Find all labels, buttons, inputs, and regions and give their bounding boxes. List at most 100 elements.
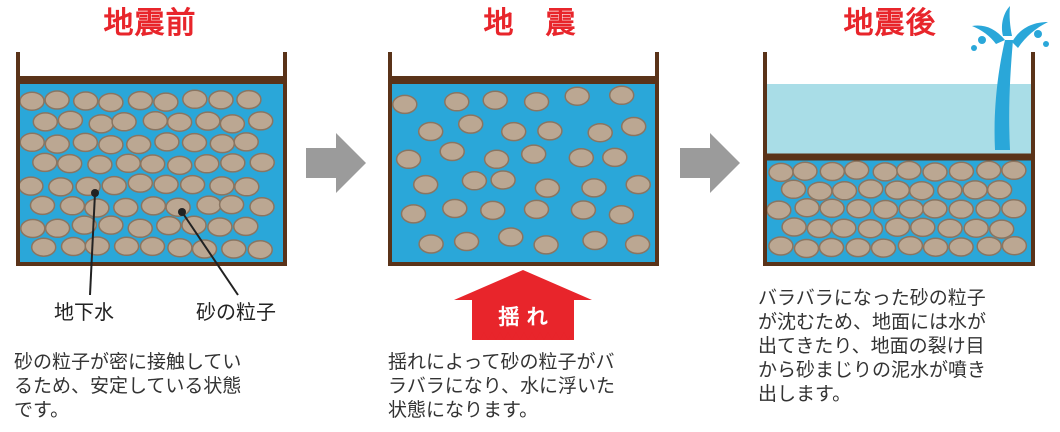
sand-particle bbox=[537, 121, 563, 141]
sand-particle bbox=[624, 234, 651, 255]
sand-particle bbox=[780, 179, 807, 200]
sand-particle bbox=[400, 204, 427, 224]
sand-particle bbox=[139, 154, 166, 174]
sand-particle bbox=[395, 149, 422, 170]
panel-after-description: バラバラになった砂の粒子 が沈むため、地面には水が 出てきたり、地面の裂け目 か… bbox=[758, 286, 1058, 406]
sand-particle bbox=[807, 181, 833, 201]
sand-particle bbox=[153, 174, 179, 195]
sand-particle bbox=[72, 91, 99, 111]
sand-particle bbox=[457, 114, 484, 134]
sand-particle bbox=[155, 215, 182, 236]
sand-particle bbox=[195, 111, 221, 131]
panel-after-title: 地震後 bbox=[843, 6, 937, 41]
sand-particle bbox=[48, 177, 74, 197]
description-line: 砂の粒子が密に接触してい bbox=[14, 351, 242, 373]
sand-particle bbox=[98, 134, 124, 155]
sand-particle bbox=[587, 122, 613, 143]
sand-particle bbox=[20, 218, 46, 239]
sand-particle bbox=[523, 199, 550, 220]
sand-particle bbox=[975, 160, 1002, 181]
sand-particle bbox=[166, 112, 193, 132]
sand-particle bbox=[976, 236, 1002, 256]
sand-particle bbox=[153, 92, 179, 112]
sand-particle bbox=[113, 236, 140, 257]
sand-particle bbox=[233, 216, 259, 237]
sand-particle bbox=[608, 204, 635, 225]
sand-particle bbox=[115, 153, 142, 174]
sand-particle bbox=[570, 200, 597, 220]
sand-particle bbox=[88, 114, 114, 134]
sand-particle bbox=[872, 199, 899, 220]
sand-particle bbox=[480, 200, 506, 221]
sand-particle bbox=[412, 174, 439, 195]
sand-particle bbox=[523, 91, 550, 112]
arrow-right-icon bbox=[680, 133, 740, 193]
sand-particle bbox=[884, 217, 911, 237]
sand-particle bbox=[1001, 199, 1027, 219]
sand-particle bbox=[490, 170, 516, 190]
water-label: 地下水 bbox=[54, 300, 114, 324]
sand-particle bbox=[57, 110, 84, 130]
sand-particle bbox=[221, 239, 247, 259]
sand-particle bbox=[963, 218, 989, 238]
sand-particle bbox=[60, 236, 87, 257]
sand-particle bbox=[418, 234, 444, 254]
sand-particle bbox=[620, 116, 647, 137]
sand-particle bbox=[461, 171, 488, 191]
sand-particle bbox=[30, 237, 57, 257]
sand-particle bbox=[500, 121, 527, 142]
sand-particle bbox=[56, 153, 83, 174]
sand-particle bbox=[219, 114, 246, 134]
sand-particle bbox=[249, 197, 275, 217]
sand-particle bbox=[127, 173, 154, 193]
sand-particle bbox=[792, 161, 818, 181]
description-line: から砂まじりの泥水が噴き bbox=[758, 359, 987, 381]
panel-quake-description: 揺れによって砂の粒子がバ ラバラになり、水に浮いた 状態になります。 bbox=[388, 350, 688, 422]
sand-particle bbox=[922, 237, 949, 257]
water-spout-icon bbox=[971, 6, 1049, 150]
sand-particle bbox=[898, 199, 924, 219]
sand-particle bbox=[870, 238, 897, 258]
sand-particle bbox=[568, 147, 595, 168]
panel-before-description: 砂の粒子が密に接触してい るため、安定している状態 です。 bbox=[14, 350, 314, 422]
description-line: です。 bbox=[14, 399, 70, 421]
sand-particle bbox=[209, 133, 236, 154]
sand-particle bbox=[142, 111, 169, 131]
sand-particle bbox=[140, 196, 167, 216]
sand-particle bbox=[872, 162, 898, 182]
panel-after-tank bbox=[763, 52, 1035, 266]
sand-particle bbox=[483, 149, 510, 170]
sand-particle bbox=[439, 141, 465, 162]
sand-particle bbox=[247, 239, 273, 260]
sand-particle bbox=[442, 198, 468, 219]
sand-particle bbox=[608, 85, 635, 106]
description-line: が沈むため、地面には水が bbox=[758, 311, 987, 333]
sand-particle bbox=[44, 134, 71, 154]
sand-particle bbox=[818, 237, 845, 258]
sand-particle bbox=[139, 236, 166, 257]
sand-particle bbox=[831, 218, 857, 238]
description-line: 出てきたり、地面の裂け目 bbox=[758, 335, 985, 357]
sand-particle bbox=[392, 94, 418, 115]
sand-particle bbox=[29, 195, 56, 216]
sand-particle bbox=[793, 238, 820, 259]
sand-particle bbox=[98, 215, 124, 235]
sand-label: 砂の粒子 bbox=[196, 300, 276, 324]
sand-particle bbox=[857, 179, 884, 199]
arrow-right-icon bbox=[306, 133, 366, 193]
sand-particle bbox=[975, 199, 1001, 219]
sand-particle bbox=[819, 198, 845, 219]
panel-before-tank bbox=[16, 52, 287, 266]
sand-particle bbox=[218, 194, 245, 215]
sand-callout bbox=[178, 208, 239, 296]
sand-particle bbox=[194, 154, 220, 174]
sand-particle bbox=[948, 161, 975, 182]
sand-particle bbox=[98, 92, 124, 113]
sand-particle bbox=[236, 89, 262, 110]
sand-particle bbox=[520, 144, 547, 164]
sand-particle bbox=[1001, 235, 1028, 256]
sand-particle bbox=[922, 199, 948, 219]
sand-particle bbox=[768, 236, 794, 256]
sand-particle bbox=[127, 218, 153, 239]
sand-particle bbox=[453, 231, 480, 252]
